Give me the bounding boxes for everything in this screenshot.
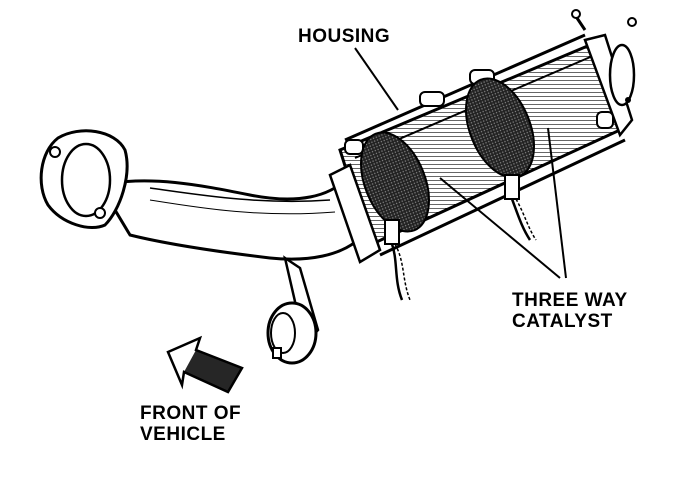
housing-label-text: HOUSING bbox=[298, 26, 391, 47]
catalyst-leader-front bbox=[439, 177, 561, 279]
catalyst-label-line2: CATALYST bbox=[512, 311, 613, 332]
catalyst-leader-rear bbox=[547, 127, 567, 279]
inlet-flange bbox=[39, 129, 129, 229]
oxygen-sensor-front bbox=[384, 219, 411, 301]
front-label-line1: FRONT OF bbox=[140, 403, 242, 424]
catalyst-label-line1: THREE WAY bbox=[512, 290, 628, 311]
catalyst-brick-front bbox=[360, 131, 430, 233]
exhaust-pipe bbox=[97, 176, 360, 261]
housing-label: HOUSING bbox=[298, 26, 390, 47]
front-direction-arrow bbox=[166, 335, 244, 394]
three-way-catalyst-label: THREE WAY CATALYST bbox=[512, 290, 628, 332]
leader-lines bbox=[354, 47, 567, 279]
hanger-bracket bbox=[266, 255, 320, 365]
front-label-line2: VEHICLE bbox=[140, 424, 226, 445]
front-of-vehicle-label: FRONT OF VEHICLE bbox=[140, 403, 241, 445]
housing-leader bbox=[354, 47, 399, 111]
oxygen-sensor-rear bbox=[504, 174, 537, 241]
